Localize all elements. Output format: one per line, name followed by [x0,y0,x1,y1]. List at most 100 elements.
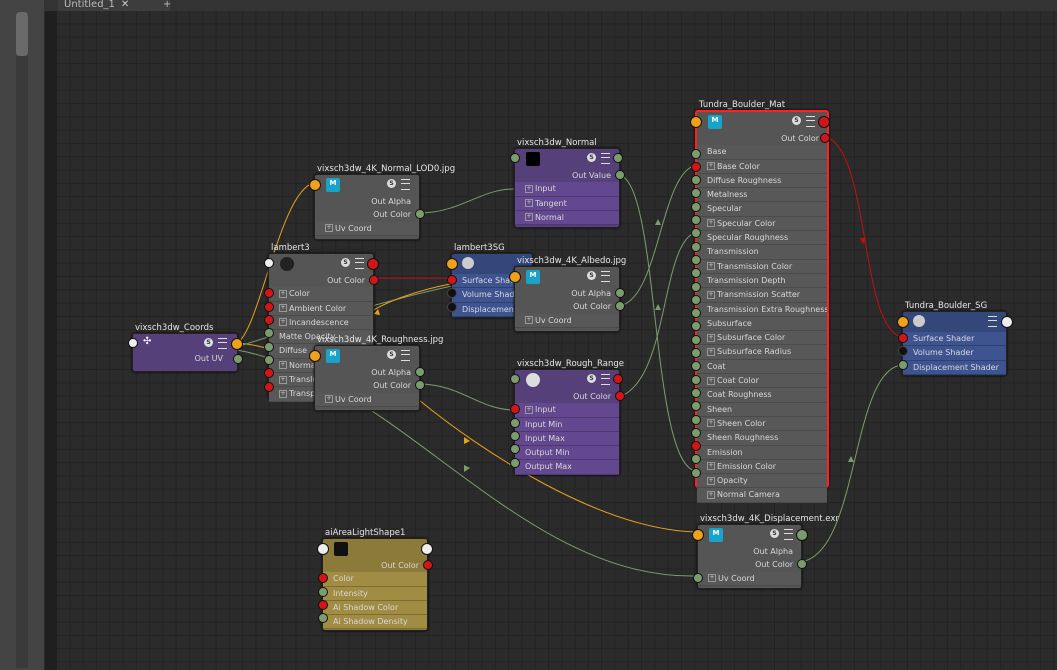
input-port[interactable] [691,361,701,372]
output-port-color[interactable] [615,301,625,311]
node-editor-canvas[interactable] [57,11,1057,670]
input-port[interactable] [691,175,701,186]
input-port[interactable] [264,328,274,338]
expand-icon[interactable]: + [279,375,287,384]
input-port-surface[interactable] [447,275,457,285]
input-port[interactable] [691,334,701,345]
input-port[interactable] [264,342,274,352]
expand-icon[interactable]: + [325,395,333,404]
input-port[interactable] [691,374,701,385]
input-port[interactable] [318,600,328,610]
input-port[interactable] [897,316,909,328]
expand-icon[interactable]: + [279,318,287,327]
expand-icon[interactable]: + [525,316,533,325]
expand-icon[interactable]: + [707,476,715,485]
input-port[interactable] [691,467,701,478]
node-normal[interactable]: vixsch3dw_Normal S Out Value +Input +Tan… [510,138,625,228]
swatch-icon[interactable]: S [387,350,396,359]
menu-icon[interactable] [784,529,793,540]
input-port[interactable] [264,368,274,378]
node-rough-range[interactable]: vixsch3dw_Rough_Range S Out Color +Input… [510,359,625,475]
expand-icon[interactable]: + [707,219,715,228]
expand-icon[interactable]: + [525,213,533,222]
menu-icon[interactable] [355,258,364,269]
expand-icon[interactable]: + [525,405,533,414]
input-port-volume[interactable] [898,346,908,356]
output-port-color[interactable] [415,380,425,390]
output-port-color[interactable] [820,133,830,143]
input-port[interactable] [691,427,701,438]
input-port[interactable] [264,382,274,392]
output-port-color[interactable] [797,559,807,569]
input-port[interactable] [691,454,701,465]
expand-icon[interactable]: + [707,333,715,342]
input-port[interactable] [691,308,701,319]
output-port-uv[interactable] [233,354,243,364]
expand-icon[interactable]: + [525,199,533,208]
output-port[interactable] [421,543,433,555]
input-port[interactable] [317,543,329,555]
input-port[interactable] [309,179,321,191]
swatch-icon[interactable]: S [387,179,396,188]
input-port[interactable] [691,441,701,452]
input-port[interactable] [309,350,321,362]
swatch-icon[interactable]: S [341,258,350,267]
input-port[interactable] [318,573,328,583]
scrollbar-thumb[interactable] [16,12,28,56]
menu-icon[interactable] [988,316,997,327]
output-port-value[interactable] [615,170,625,180]
input-port[interactable] [691,294,701,305]
input-port[interactable] [691,241,701,252]
input-port[interactable] [690,116,702,128]
expand-icon[interactable]: + [279,304,287,313]
input-port[interactable] [510,458,520,468]
input-port[interactable] [264,258,274,268]
expand-icon[interactable]: + [707,462,715,471]
input-port[interactable] [691,387,701,398]
output-port-color[interactable] [369,275,379,285]
tab-untitled[interactable]: Untitled_1✕ [58,0,170,11]
node-area-light[interactable]: aiAreaLightShape1 Out Color Color Intens… [317,528,433,631]
swatch-icon[interactable]: S [587,153,596,162]
input-port[interactable] [691,268,701,279]
input-port[interactable] [510,444,520,454]
output-port[interactable] [367,258,379,270]
input-port[interactable] [691,215,701,225]
input-port-white[interactable] [128,338,138,348]
input-port-volume[interactable] [447,288,457,298]
input-port[interactable] [264,302,274,312]
input-port-displacement[interactable] [898,360,908,370]
expand-icon[interactable]: + [707,490,715,499]
input-port[interactable] [510,374,520,384]
expand-icon[interactable]: + [325,224,333,233]
input-port[interactable] [264,288,274,298]
menu-icon[interactable] [601,374,610,385]
output-port[interactable] [818,116,830,128]
add-tab-button[interactable]: + [163,0,172,10]
output-port-color[interactable] [423,560,433,570]
input-port[interactable] [509,271,521,283]
expand-icon[interactable]: + [279,289,287,298]
input-port[interactable] [692,529,704,541]
output-port-color[interactable] [415,209,425,219]
input-port[interactable] [691,201,701,212]
expand-icon[interactable]: + [707,419,715,428]
input-port[interactable] [691,228,701,239]
output-port[interactable] [1001,316,1013,328]
output-port-alpha[interactable] [415,367,425,377]
input-port[interactable] [691,401,701,412]
input-port[interactable] [691,321,701,332]
output-port[interactable] [613,374,623,384]
menu-icon[interactable] [218,338,227,349]
input-port-uv[interactable] [693,573,703,583]
output-port[interactable] [796,529,808,541]
menu-icon[interactable] [806,116,815,127]
menu-icon[interactable] [401,350,410,361]
expand-icon[interactable]: + [707,162,715,171]
node-shading-group[interactable]: Tundra_Boulder_SG Surface Shader Volume … [897,301,1013,376]
